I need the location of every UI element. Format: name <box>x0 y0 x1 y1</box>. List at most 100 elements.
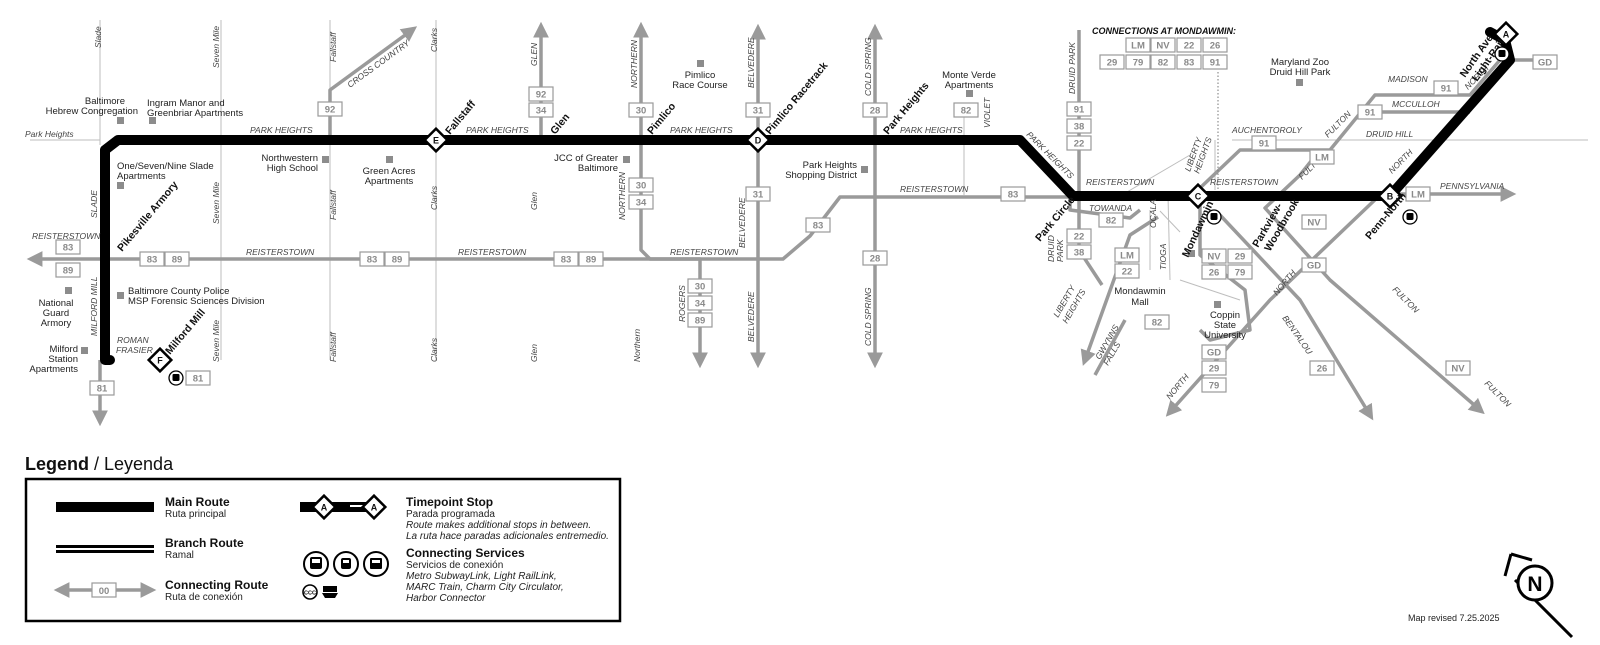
route-box-label: 91 <box>1210 58 1221 69</box>
street-frasier: FRASIER <box>116 345 153 355</box>
route-box-r92-glen: 92 <box>528 86 554 102</box>
route-box-c-nv: NV <box>1150 37 1176 53</box>
street-park-heights-2: PARK HEIGHTS <box>466 125 529 135</box>
route-box-gd-bot: GD <box>1201 344 1227 360</box>
route-box-label: 92 <box>536 90 547 101</box>
place-bcp-1: Baltimore County Police <box>128 286 229 297</box>
route-box-label: 83 <box>147 255 158 266</box>
street-northern: NORTHERN <box>629 39 639 88</box>
north-letter: N <box>1527 573 1542 596</box>
legend-timepoint-note-2: La ruta hace paradas adicionales entreme… <box>406 531 609 542</box>
route-box-r89-a: 89 <box>164 251 190 267</box>
stop-pimlico-racetrack: Pimlico Racetrack <box>763 60 830 137</box>
street-violet: VIOLET <box>982 97 992 128</box>
place-mall-1: Mondawmin <box>1114 286 1165 297</box>
route-box-label: 89 <box>63 266 74 277</box>
route-box-label: LM <box>1120 251 1134 262</box>
legend-connecting-services-es: Servicios de conexión <box>406 560 503 571</box>
route-box-label: 30 <box>695 282 706 293</box>
timepoint-f-label: F <box>157 356 163 366</box>
place-ph-shopping-1: Park Heights <box>803 160 858 171</box>
route-box-r30-rogers: 30 <box>687 278 713 294</box>
legend-timepoint-es: Parada programada <box>406 509 495 520</box>
place-hebrew-1: Baltimore <box>85 96 125 107</box>
route-box-label: 91 <box>1259 139 1270 150</box>
street-fulton-4: FULTON <box>1483 378 1514 409</box>
timepoint-e: E <box>422 126 450 154</box>
route-box-r89-left: 89 <box>55 262 81 278</box>
route-box-label: 83 <box>367 255 378 266</box>
route-box-label: GD <box>1207 348 1221 359</box>
route-box-label: GD <box>1307 261 1321 272</box>
route-box-label: 38 <box>1074 248 1085 259</box>
place-milford-1: Milford <box>49 344 78 355</box>
street-druid-hill: DRUID HILL <box>1366 129 1414 139</box>
street-cold-spring: COLD SPRING <box>863 37 873 96</box>
route-box-r83-diag: 83 <box>805 217 831 233</box>
subway-icon-milford-mill <box>168 370 184 386</box>
legend-cs-line-1: Metro SubwayLink, Light RailLink, <box>406 571 557 582</box>
legend-main-route-es: Ruta principal <box>165 509 226 520</box>
street-druid-park-lower2: PARK <box>1055 239 1065 262</box>
route-box-label: 22 <box>1074 232 1085 243</box>
street-druid-park-lower: DRUID <box>1046 235 1056 262</box>
route-box-label: 30 <box>636 181 647 192</box>
street-druid-park: DRUID PARK <box>1067 42 1077 94</box>
street-fallstaff-mid: Fallstaff <box>328 189 338 220</box>
street-ocala: OCALA <box>1148 199 1158 228</box>
timepoint-b: B <box>1376 182 1404 210</box>
street-glen-bot: Glen <box>529 344 539 362</box>
route-box-label: 29 <box>1107 58 1118 69</box>
connections-title: CONNECTIONS AT MONDAWMIN: <box>1092 26 1236 36</box>
route-box-r29-m: 29 <box>1227 248 1253 264</box>
street-belvedere: BELVEDERE <box>746 37 756 88</box>
route-box-label: 22 <box>1184 41 1195 52</box>
route-box-lm-tioga: LM <box>1114 247 1140 263</box>
street-auchentoroly: AUCHENTOROLY <box>1231 125 1303 135</box>
route-box-r34-rogers: 34 <box>687 295 713 311</box>
route-box-label: 81 <box>97 384 108 395</box>
route-box-label: 38 <box>1074 122 1085 133</box>
route-box-c-26: 26 <box>1202 37 1228 53</box>
street-reisterstown-2: REISTERSTOWN <box>458 247 527 257</box>
legend-connecting-route: Connecting Route <box>165 578 269 592</box>
route-box-r34-mid: 34 <box>628 194 654 210</box>
route-box-label: 22 <box>1122 267 1133 278</box>
route-box-label: 83 <box>1184 58 1195 69</box>
route-box-label: 26 <box>1210 41 1221 52</box>
place-bcp-2: MSP Forensic Sciences Division <box>128 296 265 307</box>
route-box-label: 79 <box>1235 268 1246 279</box>
route-box-label: 89 <box>392 255 403 266</box>
route-box-label: 31 <box>753 190 764 201</box>
route-box-label: 81 <box>193 374 204 385</box>
route-box-label: 34 <box>536 106 547 117</box>
route-box-r83-left: 83 <box>55 239 81 255</box>
legend-timepoint: Timepoint Stop <box>406 495 493 509</box>
route-box-label: 83 <box>1008 190 1019 201</box>
street-tioga: TIOGA <box>1158 243 1168 270</box>
street-northern-mid: NORTHERN <box>617 171 627 220</box>
street-cross-country: CROSS COUNTRY <box>345 37 412 90</box>
street-park-heights-1: PARK HEIGHTS <box>250 125 313 135</box>
route-box-lm-fulton: LM <box>1309 149 1335 165</box>
place-ingram-1: Ingram Manor and <box>147 98 225 109</box>
route-box-c-22: 22 <box>1176 37 1202 53</box>
place-ingram-2: Greenbriar Apartments <box>147 108 243 119</box>
route-box-r28-cold-spring: 28 <box>862 102 888 118</box>
street-belvedere-mid: BELVEDERE <box>737 197 747 248</box>
place-labels: Baltimore Hebrew Congregation Ingram Man… <box>29 57 1330 375</box>
legend-route-box: 00 <box>99 586 110 597</box>
route-box-r81-left: 81 <box>89 380 115 396</box>
route-box-label: NV <box>1207 252 1221 263</box>
legend-timepoint-note-1: Route makes additional stops in between. <box>406 520 591 531</box>
route-box-r82-violet: 82 <box>953 102 979 118</box>
timepoint-d: D <box>744 126 772 154</box>
legend-cs-line-3: Harbor Connector <box>406 593 486 604</box>
timepoint-a-label: A <box>1503 30 1510 40</box>
route-box-r30-mid: 30 <box>628 177 654 193</box>
route-box-label: GD <box>1538 58 1552 69</box>
route-box-r38-pc: 38 <box>1066 244 1092 260</box>
legend: Legend / Leyenda Main Route Ruta princip… <box>24 454 622 623</box>
route-box-label: 82 <box>1152 318 1163 329</box>
place-pimlico-rc-2: Race Course <box>672 80 727 91</box>
